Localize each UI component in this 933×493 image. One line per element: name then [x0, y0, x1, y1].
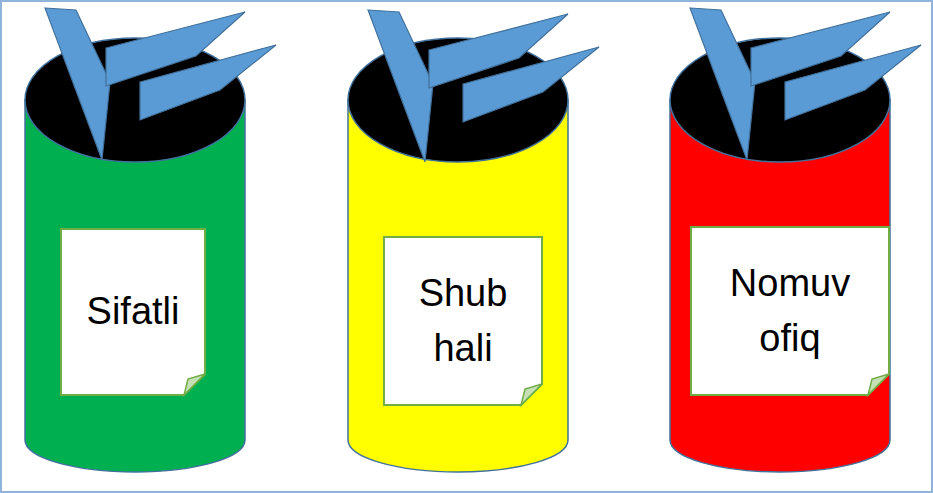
text-column: Sifatli: [81, 278, 186, 345]
logo-symbol: [368, 10, 599, 162]
yellow-bin: [348, 38, 568, 472]
red-bin: [670, 38, 890, 472]
logo-symbol: [690, 8, 921, 160]
label-text: Shub hali: [383, 260, 543, 382]
note-outline: [690, 226, 890, 396]
label-note: Shub hali: [383, 236, 543, 406]
logo-symbol: [45, 8, 276, 160]
text-column: Nomuv ofiq: [690, 250, 890, 372]
label-note: Sifatli: [60, 228, 206, 396]
label-text: Nomuv ofiq: [690, 250, 890, 372]
text-column: Shub hali: [383, 260, 543, 382]
green-bin: [25, 38, 245, 472]
label-note: Nomuv ofiq: [690, 226, 890, 396]
label-text: Sifatli: [81, 278, 186, 345]
note-outline: [383, 236, 543, 406]
